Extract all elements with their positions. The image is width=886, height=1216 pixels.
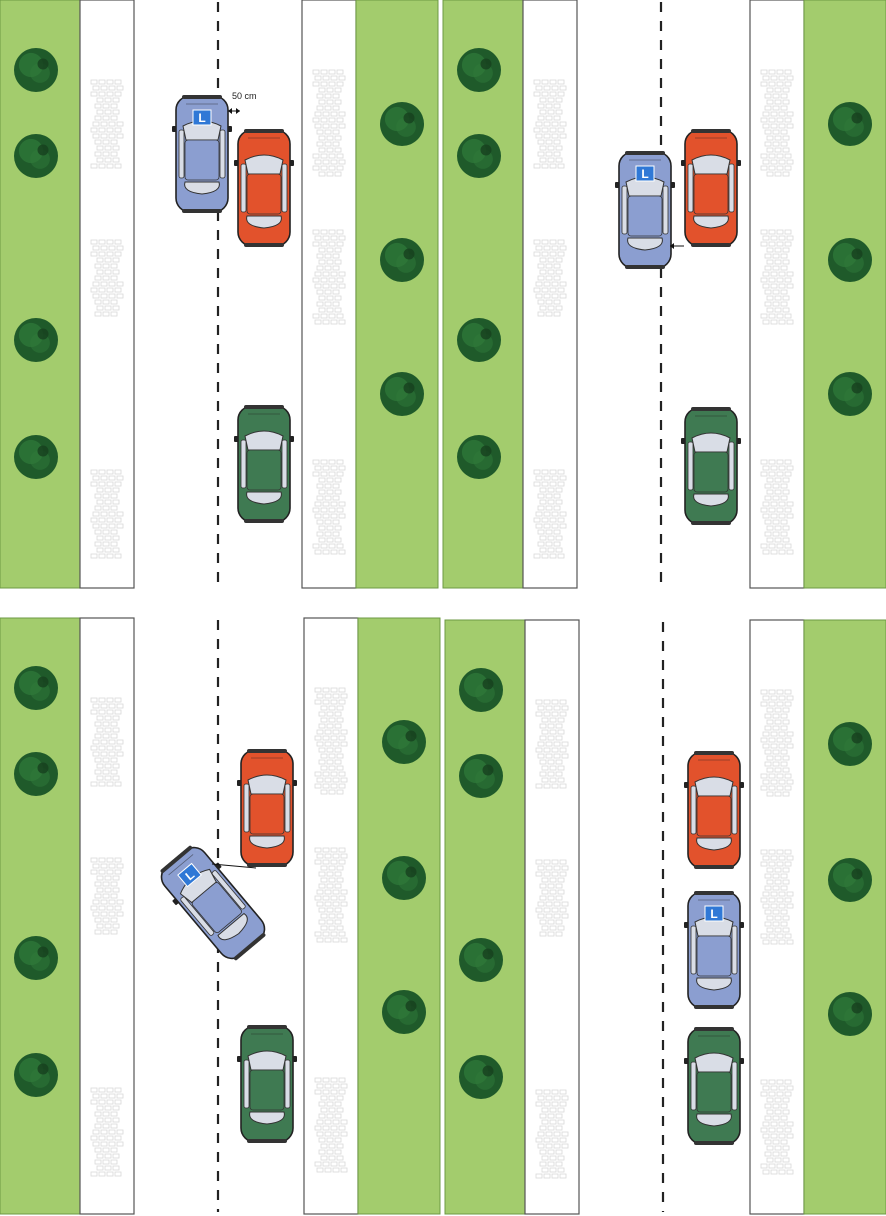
- paving-pattern: [760, 689, 794, 797]
- paving-pattern: [314, 687, 348, 795]
- paving-pattern: [90, 697, 124, 787]
- paving-pattern: [90, 469, 124, 559]
- tree-icon: [828, 858, 872, 902]
- tree-icon: [828, 102, 872, 146]
- paving-pattern: [90, 1087, 124, 1177]
- tree-icon: [14, 318, 58, 362]
- tree-icon: [14, 134, 58, 178]
- red-parked-car: [234, 129, 294, 247]
- tree-icon: [14, 666, 58, 710]
- red-parked-car: [237, 749, 297, 867]
- tree-icon: [382, 990, 426, 1034]
- learner-l-sign: L: [704, 905, 724, 922]
- left-grass-verge: [0, 617, 81, 1215]
- left-grass-verge: [444, 619, 526, 1215]
- left-grass-verge: [442, 0, 524, 589]
- svg-text:L: L: [641, 167, 648, 181]
- right-grass-verge: [357, 617, 441, 1215]
- learner-car: L: [160, 845, 266, 961]
- paving-pattern: [535, 699, 569, 789]
- paving-pattern: [760, 69, 794, 177]
- right-sidewalk: [303, 617, 359, 1215]
- tree-icon: [14, 435, 58, 479]
- tree-icon: [14, 48, 58, 92]
- tree-icon: [457, 435, 501, 479]
- tree-icon: [828, 992, 872, 1036]
- tree-icon: [380, 102, 424, 146]
- paving-pattern: [314, 847, 348, 943]
- tree-icon: [382, 720, 426, 764]
- paving-pattern: [760, 849, 794, 945]
- learner-car: L: [615, 151, 675, 269]
- tree-icon: [457, 318, 501, 362]
- paving-pattern: [760, 459, 794, 555]
- alignment-line: [670, 243, 684, 249]
- green-parked-car: [684, 1027, 744, 1145]
- paving-pattern: [533, 79, 567, 169]
- red-parked-car: [681, 129, 741, 247]
- green-parked-car: [681, 407, 741, 525]
- tree-icon: [457, 48, 501, 92]
- green-parked-car: [237, 1025, 297, 1143]
- paving-pattern: [760, 229, 794, 325]
- left-sidewalk: [79, 617, 135, 1215]
- panel-step-4: L: [444, 619, 886, 1215]
- learner-car: L: [172, 95, 232, 213]
- learner-car: L: [684, 891, 744, 1009]
- right-grass-verge: [803, 0, 886, 589]
- tree-icon: [14, 1053, 58, 1097]
- paving-pattern: [312, 459, 346, 555]
- tree-icon: [459, 668, 503, 712]
- learner-l-sign: L: [635, 165, 655, 182]
- paving-pattern: [760, 1079, 794, 1175]
- right-sidewalk: [749, 619, 805, 1215]
- tree-icon: [14, 752, 58, 796]
- learner-l-sign: L: [177, 862, 202, 888]
- tree-icon: [382, 856, 426, 900]
- tree-icon: [380, 238, 424, 282]
- right-grass-verge: [355, 0, 439, 589]
- paving-pattern: [533, 469, 567, 559]
- svg-text:L: L: [198, 111, 205, 125]
- paving-pattern: [533, 239, 567, 317]
- panel-step-2: L: [442, 0, 886, 589]
- green-parked-car: [234, 405, 294, 523]
- tree-icon: [380, 372, 424, 416]
- tree-icon: [459, 1055, 503, 1099]
- learner-l-sign: L: [192, 109, 212, 126]
- panel-step-3: L: [0, 617, 441, 1215]
- paving-pattern: [535, 859, 569, 937]
- paving-pattern: [90, 79, 124, 169]
- paving-pattern: [314, 1077, 348, 1173]
- paving-pattern: [90, 239, 124, 317]
- tree-icon: [14, 936, 58, 980]
- tree-icon: [828, 372, 872, 416]
- tree-icon: [459, 754, 503, 798]
- panel-step-1: L 50 cm: [0, 0, 439, 589]
- left-grass-verge: [0, 0, 81, 589]
- paving-pattern: [90, 857, 124, 935]
- svg-text:L: L: [710, 907, 717, 921]
- red-parked-car: [684, 751, 744, 869]
- tree-icon: [828, 238, 872, 282]
- distance-label: 50 cm: [232, 91, 257, 101]
- right-grass-verge: [803, 619, 886, 1215]
- tree-icon: [459, 938, 503, 982]
- paving-pattern: [312, 229, 346, 325]
- distance-annotation: 50 cm: [228, 91, 257, 114]
- alignment-line: [211, 863, 257, 869]
- paving-pattern: [312, 69, 346, 177]
- paving-pattern: [535, 1089, 569, 1179]
- tree-icon: [828, 722, 872, 766]
- tree-icon: [457, 134, 501, 178]
